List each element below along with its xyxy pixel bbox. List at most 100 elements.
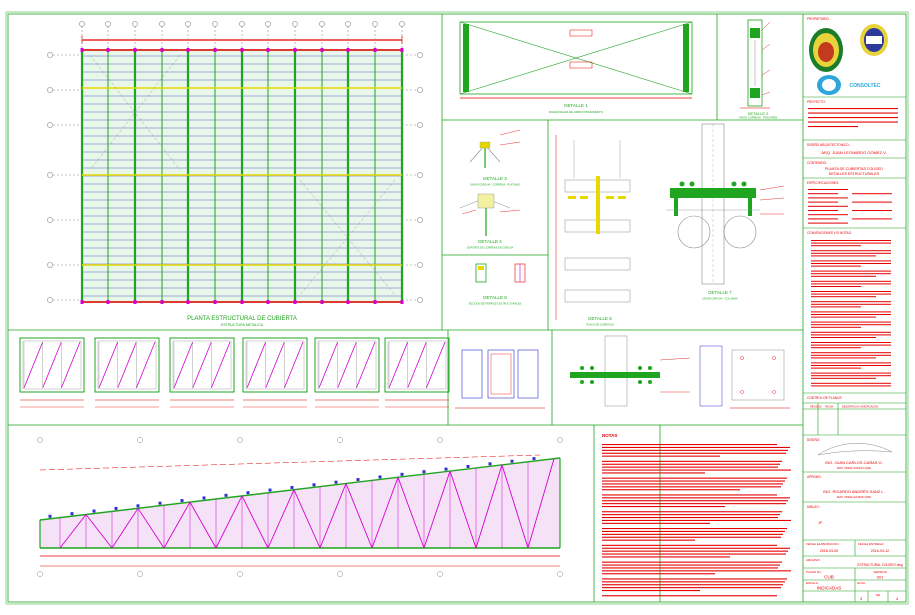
purlin-section — [510, 459, 514, 463]
convenciones-text-lines — [811, 240, 891, 387]
control-label: CONTROL DE PLANOS — [807, 396, 842, 400]
convention-text-line — [811, 331, 891, 333]
note-text-line — [602, 452, 786, 454]
convention-text-line — [811, 273, 891, 275]
consoltec-logo — [817, 75, 888, 95]
note-text-line — [602, 449, 788, 451]
column-marker — [400, 48, 404, 52]
purlin-section — [268, 488, 272, 492]
convention-text-line — [811, 296, 876, 298]
panel-dividers — [8, 14, 804, 602]
purlin-section — [422, 470, 426, 474]
axis-bubble — [417, 122, 423, 128]
convention-text-line — [811, 347, 861, 349]
note-text-line — [602, 444, 777, 446]
note-text-line — [602, 578, 787, 580]
note-text-line — [602, 567, 778, 569]
convention-text-line — [811, 334, 891, 336]
axis-bubble — [159, 21, 165, 27]
note-text-line — [602, 517, 778, 519]
convention-text-line — [811, 357, 876, 359]
axis-bubble — [237, 571, 243, 577]
spec-text-line — [808, 197, 848, 199]
column-marker — [106, 48, 110, 52]
note-text-line — [602, 455, 720, 457]
detail-2-drawing — [740, 19, 771, 109]
note-text-line — [602, 480, 785, 482]
spec-text-line — [808, 218, 838, 220]
column-marker — [186, 48, 190, 52]
truss-diagonal — [423, 470, 451, 549]
convention-text-line — [811, 250, 891, 252]
dibujo-label: DIBUJO: — [807, 505, 820, 509]
detail-5-drawing — [475, 263, 526, 283]
convention-text-line — [811, 372, 891, 374]
purlin-section — [488, 462, 492, 466]
detail-4-drawing — [459, 193, 521, 236]
truss-diagonal — [111, 508, 139, 549]
brace-diagonal — [407, 341, 427, 389]
column-marker — [346, 300, 350, 304]
truss-diagonal — [475, 464, 503, 549]
convention-text-line — [811, 375, 891, 377]
note-text-line — [602, 590, 700, 592]
axis-bubble — [132, 21, 138, 27]
convention-text-line — [811, 365, 891, 366]
truss-diagonal — [59, 514, 87, 549]
bracing-panel — [384, 337, 450, 393]
truss-diagonal — [319, 483, 347, 549]
axis-bubble — [79, 21, 85, 27]
convention-text-line — [811, 286, 861, 287]
axis-bubble — [417, 52, 423, 58]
control-header-descripcion: DESCRIPCION / MODIFICACION — [842, 406, 879, 409]
convention-text-line — [811, 382, 891, 384]
spec-text-line — [808, 201, 838, 203]
note-text-line — [602, 539, 695, 541]
note-text-line — [602, 463, 780, 465]
axis-bubble — [557, 571, 563, 577]
axis-bubble — [47, 262, 53, 268]
project-text-line — [808, 117, 898, 119]
fecha-ent-value: 2016-03-12 — [871, 549, 889, 553]
convention-text-line — [811, 252, 891, 254]
bracing-panel — [94, 337, 160, 393]
plano-label: PLANO No: — [806, 570, 822, 574]
truss-diagonal — [397, 477, 425, 549]
truss-diagonal — [163, 501, 191, 549]
axis-bubble — [237, 437, 243, 443]
convention-text-line — [811, 344, 891, 346]
contenido-value-1: PLANTA DE CUBIERTAS COLISEO — [825, 167, 883, 171]
note-text-line — [602, 550, 788, 552]
spec-text-line — [808, 214, 848, 216]
note-text-line — [602, 570, 791, 572]
designer-name: ING. JUAN CARLOS CAÑAS G. — [825, 460, 883, 465]
purlin-section — [224, 493, 228, 497]
brace-diagonal — [98, 341, 119, 389]
purlin-section — [202, 496, 206, 500]
approver-name: ING. RICARDO ANDRÉS SANZ L. — [823, 489, 885, 494]
convention-text-line — [811, 314, 891, 315]
note-text-line — [602, 522, 710, 524]
column-marker — [293, 48, 297, 52]
diseno-arq-label: DISEÑO ARQUITECTONICO: — [807, 142, 850, 147]
section-details-middle — [455, 349, 545, 409]
detail-7-subtitle: UNION CERCHA - COLUMNA — [702, 297, 737, 301]
convention-text-line — [811, 280, 891, 282]
axis-bubble — [437, 571, 443, 577]
brace-diagonal — [318, 341, 339, 389]
purlin-section — [466, 464, 470, 468]
axis-bubble — [337, 571, 343, 577]
truss-diagonal — [449, 470, 477, 549]
brace-diagonal — [283, 341, 304, 389]
column-marker — [106, 300, 110, 304]
bracing-panel-inner — [317, 340, 377, 390]
note-text-line — [602, 466, 778, 468]
note-text-line — [602, 544, 777, 546]
detail-6-subtitle: PLACA DE CONEXION — [586, 323, 613, 327]
column-marker — [266, 300, 270, 304]
note-text-line — [602, 561, 782, 563]
note-text-line — [602, 477, 787, 479]
axis-bubble — [47, 122, 53, 128]
purlin-section — [312, 483, 316, 487]
axis-bubble — [337, 437, 343, 443]
